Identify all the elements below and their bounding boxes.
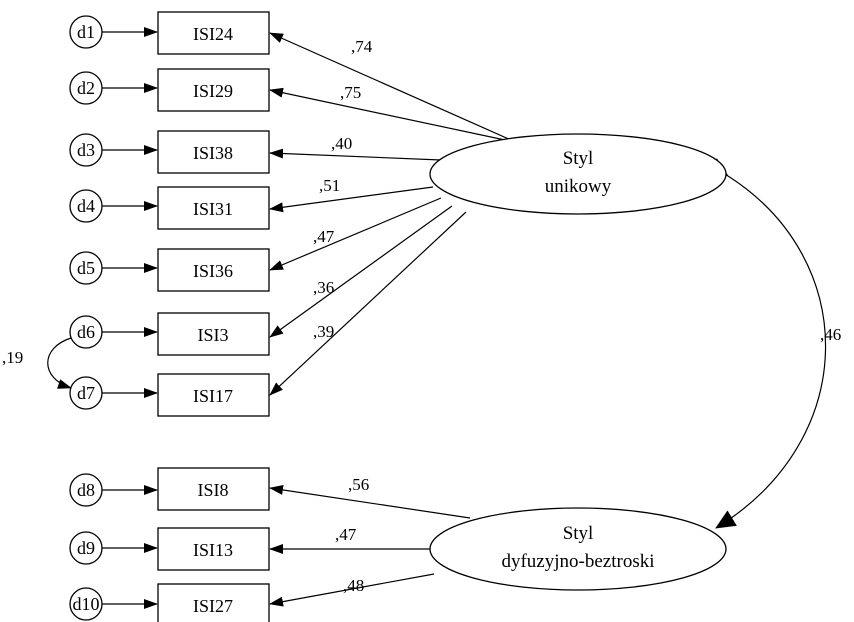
svg-text:d7: d7 xyxy=(77,383,95,403)
loading-label: ,75 xyxy=(340,83,361,102)
loading-label: ,48 xyxy=(343,576,364,595)
error-covariance-curve xyxy=(47,329,85,389)
svg-text:ISI17: ISI17 xyxy=(193,386,233,406)
svg-text:d3: d3 xyxy=(77,140,95,160)
svg-text:ISI13: ISI13 xyxy=(193,540,233,560)
svg-text:ISI8: ISI8 xyxy=(198,480,229,500)
loading-path-arrow xyxy=(269,186,434,213)
loading-label: ,36 xyxy=(313,278,334,297)
error-term: d1 xyxy=(69,15,103,49)
svg-text:d5: d5 xyxy=(77,258,95,278)
svg-text:ISI3: ISI3 xyxy=(198,325,229,345)
loading-path-arrow xyxy=(269,32,512,141)
factor-correlation-label: ,46 xyxy=(820,325,841,344)
loading-path-arrow xyxy=(269,148,442,161)
svg-text:ISI36: ISI36 xyxy=(193,261,233,281)
loading-path-arrow xyxy=(269,211,467,396)
svg-text:ISI38: ISI38 xyxy=(193,143,233,163)
error-term: d6 xyxy=(69,315,103,349)
svg-text:ISI24: ISI24 xyxy=(193,24,233,44)
indicator-box: ISI8 xyxy=(157,467,270,511)
svg-text:ISI31: ISI31 xyxy=(193,199,233,219)
svg-text:d9: d9 xyxy=(77,538,95,558)
svg-text:ISI29: ISI29 xyxy=(193,81,233,101)
error-term: d5 xyxy=(69,251,103,285)
error-covariance-label: ,19 xyxy=(2,348,23,367)
loading-label: ,51 xyxy=(319,176,340,195)
svg-text:unikowy: unikowy xyxy=(545,176,612,197)
svg-text:d4: d4 xyxy=(77,196,95,216)
indicator-box: ISI31 xyxy=(157,186,270,230)
indicator-box: ISI24 xyxy=(157,11,270,55)
svg-text:dyfuzyjno-beztroski: dyfuzyjno-beztroski xyxy=(501,551,654,572)
latent-factor-ellipse: Styl dyfuzyjno-beztroski xyxy=(429,507,727,591)
error-term: d3 xyxy=(69,133,103,167)
svg-text:d1: d1 xyxy=(77,22,95,42)
error-term: d2 xyxy=(69,71,103,105)
factor-correlation-curve xyxy=(707,158,827,529)
error-term: d7 xyxy=(69,376,103,410)
loading-label: ,47 xyxy=(335,525,357,544)
error-term: d9 xyxy=(69,531,103,565)
error-term: d10 xyxy=(69,587,103,621)
indicator-box: ISI29 xyxy=(157,68,270,112)
indicator-box: ISI3 xyxy=(157,312,270,356)
svg-text:d10: d10 xyxy=(73,594,100,614)
loading-label: ,47 xyxy=(313,227,335,246)
error-term: d4 xyxy=(69,189,103,223)
loading-path-arrow xyxy=(269,484,471,519)
svg-text:d6: d6 xyxy=(77,322,95,342)
error-term: d8 xyxy=(69,473,103,507)
svg-text:Styl: Styl xyxy=(563,523,594,544)
svg-text:ISI27: ISI27 xyxy=(193,596,233,616)
indicator-box: ISI36 xyxy=(157,248,270,292)
indicator-box: ISI17 xyxy=(157,373,270,417)
indicator-box: ISI13 xyxy=(157,527,270,571)
svg-text:Styl: Styl xyxy=(563,148,594,169)
loading-label: ,56 xyxy=(348,475,369,494)
indicator-box: ISI38 xyxy=(157,130,270,174)
loading-label: ,74 xyxy=(351,37,373,56)
svg-text:d8: d8 xyxy=(77,480,95,500)
loading-path-arrow xyxy=(269,87,506,141)
svg-text:d2: d2 xyxy=(77,78,95,98)
loading-label: ,39 xyxy=(313,322,334,341)
latent-factor-ellipse: Styl unikowy xyxy=(429,133,727,215)
loading-path-arrow xyxy=(269,573,435,607)
indicator-box: ISI27 xyxy=(157,583,270,622)
loading-label: ,40 xyxy=(331,134,352,153)
loading-path-arrow xyxy=(269,197,442,271)
loading-path-arrow xyxy=(269,205,453,338)
